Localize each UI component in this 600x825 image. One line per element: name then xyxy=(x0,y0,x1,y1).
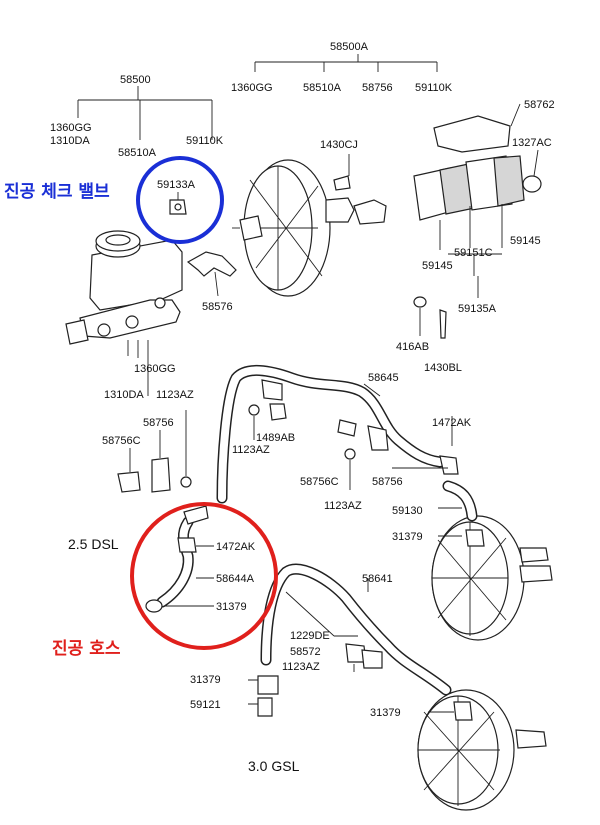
label-58572: 58572 xyxy=(290,646,321,658)
pin-1430bl xyxy=(439,309,447,339)
label-58510a-left: 58510A xyxy=(118,147,157,159)
bracket-58500 xyxy=(77,86,213,140)
label-59121: 59121 xyxy=(190,699,221,711)
label-58500: 58500 xyxy=(120,74,151,86)
label-1472ak-upper: 1472AK xyxy=(432,417,472,429)
label-58641: 58641 xyxy=(362,573,393,585)
label-variant-dsl: 2.5 DSL xyxy=(68,536,119,552)
label-58576: 58576 xyxy=(202,301,233,313)
bracket-58500a xyxy=(254,54,438,72)
hose-58645 xyxy=(216,365,459,504)
master-cylinder xyxy=(65,230,183,345)
label-1489ab: 1489AB xyxy=(256,432,295,444)
label-416ab: 416AB xyxy=(396,341,429,353)
label-59133a: 59133A xyxy=(157,179,196,191)
label-59151c: 59151C xyxy=(454,247,493,259)
label-1360gg-top: 1360GG xyxy=(231,82,273,94)
hose-58641 xyxy=(248,563,452,717)
bracket-58576 xyxy=(186,251,237,297)
label-59145-left: 59145 xyxy=(422,260,453,272)
label-31379-mid: 31379 xyxy=(392,531,423,543)
label-58756c-left: 58756C xyxy=(102,435,141,447)
check-valve-59133a xyxy=(169,192,187,215)
label-1123az-mid: 1123AZ xyxy=(232,444,270,456)
label-1360gg-left: 1360GG xyxy=(50,122,92,134)
label-1123az-lower: 1123AZ xyxy=(282,661,320,673)
label-58645: 58645 xyxy=(368,372,399,384)
hose-highlight-circle xyxy=(130,502,278,650)
leader-lines xyxy=(127,340,462,713)
check-valve-highlight-circle xyxy=(136,156,224,244)
label-58756-top: 58756 xyxy=(362,82,393,94)
label-1430bl: 1430BL xyxy=(424,362,462,374)
washer-416ab xyxy=(413,296,427,336)
label-1472ak-hose: 1472AK xyxy=(216,541,256,553)
label-1360gg-bottom: 1360GG xyxy=(134,363,176,375)
label-59145-right: 59145 xyxy=(510,235,541,247)
small-parts-left xyxy=(117,410,192,493)
dsl-hose-assembly xyxy=(145,505,214,613)
brake-booster-middle xyxy=(431,480,553,641)
gasket-set xyxy=(413,103,542,298)
label-58756c-right: 58756C xyxy=(300,476,339,488)
label-1310da-bottom: 1310DA xyxy=(104,389,144,401)
brake-booster-top xyxy=(232,159,387,297)
label-1229de: 1229DE xyxy=(290,630,330,642)
label-58500a: 58500A xyxy=(330,41,369,53)
label-58762: 58762 xyxy=(524,99,555,111)
label-59110k-left: 59110K xyxy=(186,135,224,147)
label-58510a-top: 58510A xyxy=(303,82,342,94)
label-variant-gsl: 3.0 GSL xyxy=(248,758,300,774)
label-1123az-upper: 1123AZ xyxy=(156,389,194,401)
label-59135a: 59135A xyxy=(458,303,497,315)
check-valve-annotation: 진공 체크 밸브 xyxy=(4,182,110,202)
label-31379-hose: 31379 xyxy=(216,601,247,613)
label-59130: 59130 xyxy=(392,505,423,517)
label-58756-mid: 58756 xyxy=(143,417,174,429)
label-31379-lower-right: 31379 xyxy=(370,707,401,719)
label-58644a: 58644A xyxy=(216,573,255,585)
vacuum-hose-annotation: 진공 호스 xyxy=(52,639,121,659)
label-1327ac: 1327AC xyxy=(512,137,552,149)
brake-booster-bottom xyxy=(417,689,547,811)
label-59110k-top: 59110K xyxy=(415,82,453,94)
label-1123az-right: 1123AZ xyxy=(324,500,362,512)
label-58756-right: 58756 xyxy=(372,476,403,488)
label-1310da-left: 1310DA xyxy=(50,135,90,147)
label-31379-lower-left: 31379 xyxy=(190,674,221,686)
label-1430cj: 1430CJ xyxy=(320,139,358,151)
